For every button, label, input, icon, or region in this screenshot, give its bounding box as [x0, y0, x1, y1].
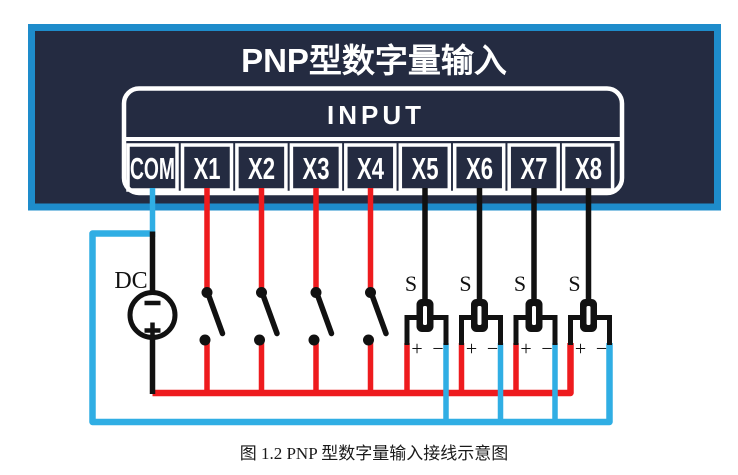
black-wiring: [149, 188, 592, 394]
sensor-connector-slot: [477, 306, 482, 325]
terminal-label-x3: X3: [303, 151, 330, 186]
sensor-2: S + −: [459, 271, 503, 360]
switch-x2: [254, 287, 280, 346]
sensor-connector-slot: [586, 306, 591, 325]
terminal-cells: COM X1 X2 X3 X4 X5 X6 X7 X8: [126, 143, 615, 192]
red-positive-wiring: [152, 188, 574, 397]
sensor-3: S + −: [513, 271, 558, 360]
terminal-label-x1: X1: [194, 151, 221, 186]
sensor-connector-slot: [532, 306, 536, 325]
sensor-label: S: [405, 271, 417, 296]
terminal-label-x6: X6: [466, 151, 493, 186]
sensor-1: S + −: [404, 271, 449, 360]
sensor-plus-label: +: [520, 338, 531, 360]
sensor-plus-label: +: [575, 338, 586, 360]
sensor-plus-label: +: [411, 338, 422, 360]
input-label: INPUT: [327, 100, 425, 130]
switch-x1: [199, 287, 226, 346]
terminal-label-x2: X2: [248, 151, 275, 186]
terminal-label-com: COM: [130, 151, 175, 186]
cyan-common-bus-loop: [89, 230, 613, 426]
panel-title: PNP型数字量输入: [241, 42, 507, 79]
sensor-connector-slot: [423, 306, 427, 325]
terminal-label-x7: X7: [521, 151, 548, 186]
red-positive-bus: [152, 343, 574, 397]
switch-x4: [363, 287, 389, 346]
switch-lever-icon: [260, 292, 280, 337]
sensor-minus-label: −: [487, 338, 498, 360]
sensor-minus-label: −: [596, 338, 607, 360]
switch-bottom-contact: [308, 334, 320, 346]
dc-power-source: DC: [114, 268, 178, 340]
terminal-label-x4: X4: [357, 151, 385, 186]
switch-lever-icon: [369, 292, 389, 337]
terminal-label-x5: X5: [412, 151, 439, 186]
sensor-4: S + −: [568, 271, 612, 360]
sensor-minus-label: −: [541, 338, 552, 360]
cyan-common-wiring: [89, 188, 613, 426]
device-panel: PNP型数字量输入 INPUT COM X1 X2 X3 X4 X5: [28, 24, 721, 211]
figure-caption: 图 1.2 PNP 型数字量输入接线示意图: [240, 444, 509, 463]
switch-lever-icon: [205, 292, 226, 337]
sensor-minus-label: −: [432, 338, 443, 360]
dc-label: DC: [114, 268, 147, 294]
switch-bottom-contact: [254, 334, 265, 346]
terminal-label-x8: X8: [575, 151, 602, 186]
switch-lever-icon: [314, 292, 335, 337]
sensor-label: S: [514, 271, 526, 296]
sensor-plus-label: +: [466, 338, 477, 360]
sensor-label: S: [459, 271, 471, 296]
switch-bottom-contact: [199, 334, 211, 346]
switch-bottom-contact: [363, 334, 374, 346]
switch-x3: [308, 287, 335, 346]
sensor-label: S: [568, 271, 580, 296]
panel-body: [28, 24, 721, 211]
